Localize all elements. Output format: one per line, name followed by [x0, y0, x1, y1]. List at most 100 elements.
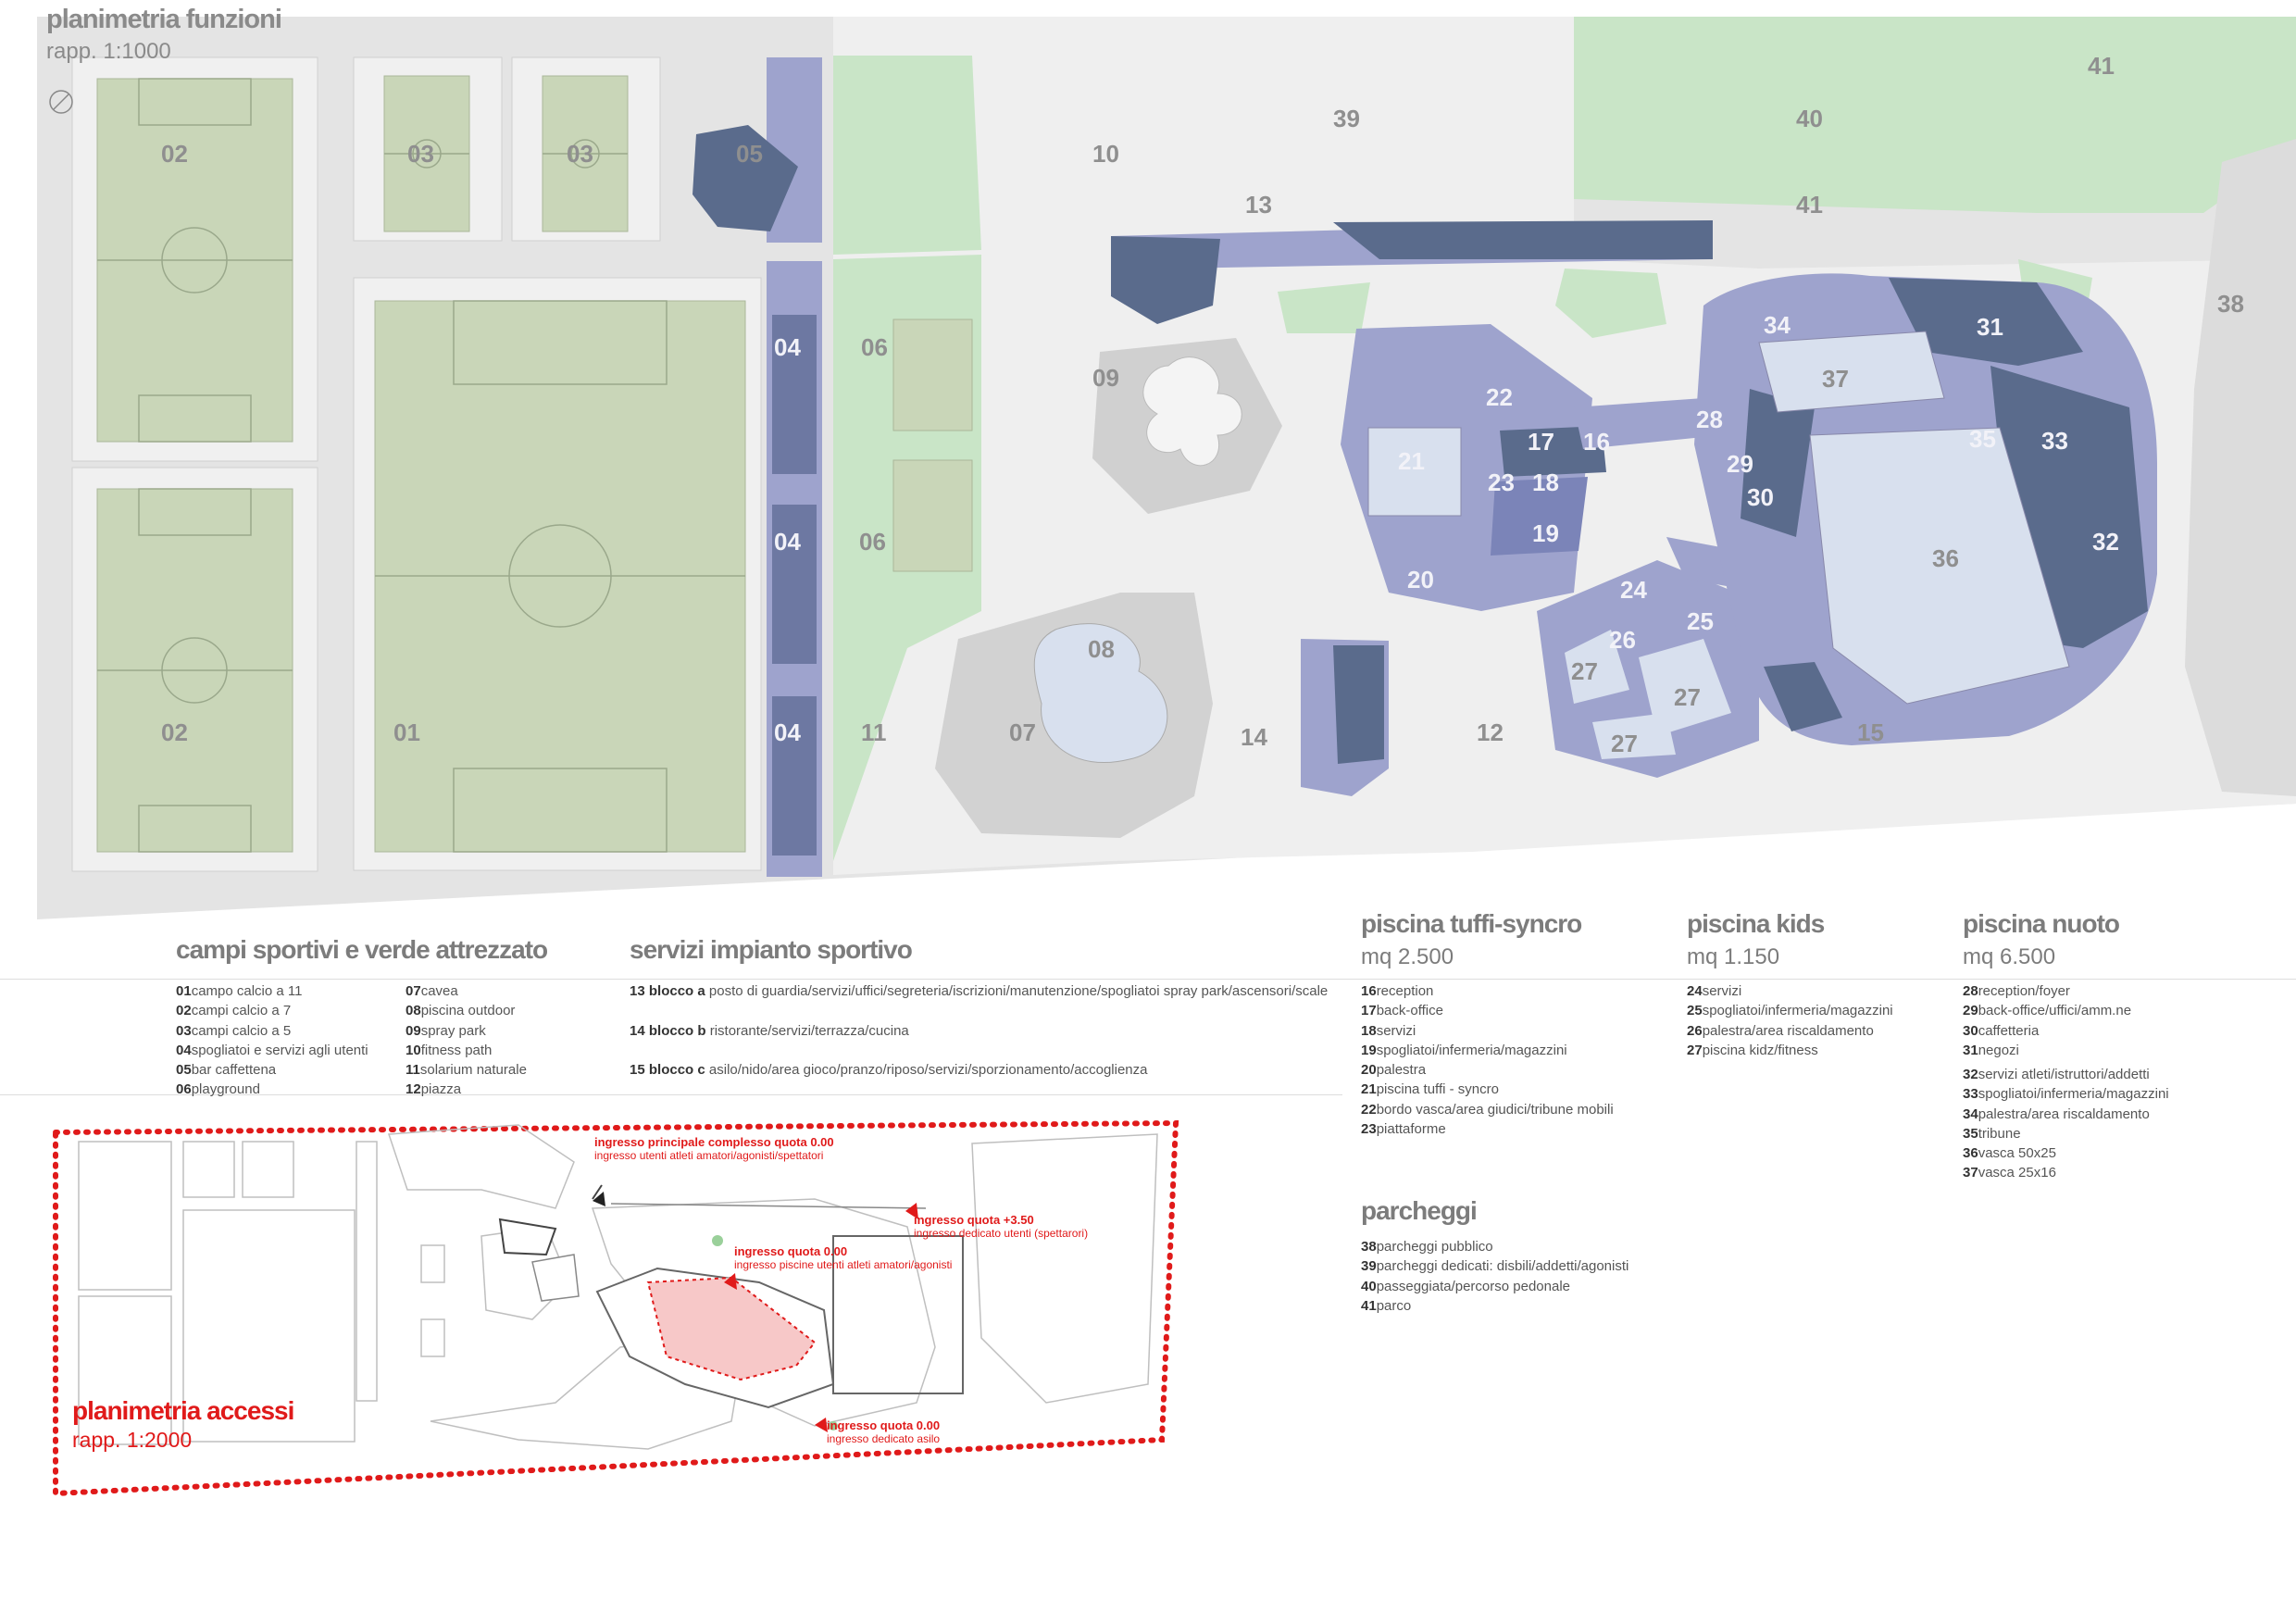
label-15: 15: [1857, 718, 1884, 746]
legend-item: 34palestra/area riscaldamento: [1963, 1106, 2150, 1122]
north-arrow-icon: [49, 90, 73, 114]
label-35: 35: [1969, 425, 1996, 453]
legend-item: 08piscina outdoor: [406, 1003, 516, 1019]
access-plan: [53, 1119, 1179, 1497]
legend-item: 32servizi atleti/istruttori/addetti: [1963, 1067, 2150, 1082]
label-40: 40: [1796, 105, 1823, 132]
legend-campi-col2: 07cavea 08piscina outdoor 09spray park 1…: [406, 981, 527, 1100]
label-11: 11: [861, 718, 887, 746]
legend-item: 37vasca 25x16: [1963, 1165, 2056, 1181]
label-04-b: 04: [774, 528, 801, 556]
label-27-b: 27: [1674, 683, 1701, 711]
label-21: 21: [1398, 447, 1425, 475]
plan-title: planimetria funzioni: [46, 5, 282, 34]
legend-item: 17back-office: [1361, 1003, 1443, 1019]
legend-item: 15 blocco c asilo/nido/area gioco/pranzo…: [630, 1062, 1148, 1079]
access-swimming-outline: [832, 1235, 964, 1394]
legend-item: 33spogliatoi/infermeria/magazzini: [1963, 1086, 2169, 1103]
label-05: 05: [736, 140, 763, 168]
label-37: 37: [1822, 365, 1849, 393]
pools-entrance-arrow-icon: [724, 1273, 737, 1290]
label-41-b: 41: [1796, 191, 1823, 219]
label-08: 08: [1088, 635, 1115, 663]
kindergarten-entrance-arrow-icon: [815, 1418, 828, 1432]
outdoor-pool-08: [1033, 623, 1168, 764]
legend-item: 18servizi: [1361, 1022, 1416, 1039]
legend-nuoto-list-b: 32servizi atleti/istruttori/addetti 33sp…: [1963, 1065, 2169, 1183]
legend-kids-area: mq 1.150: [1687, 944, 1780, 969]
changing-rooms-04-b: [772, 505, 817, 664]
label-38: 38: [2217, 290, 2244, 318]
label-39: 39: [1333, 105, 1360, 132]
label-03: 03: [407, 140, 434, 168]
legend-item: 38parcheggi pubblico: [1361, 1239, 1493, 1255]
label-31: 31: [1977, 313, 2003, 341]
label-04-c: 04: [774, 718, 801, 746]
label-25: 25: [1687, 607, 1714, 635]
access-tree-a: [712, 1235, 723, 1246]
legend-item: 06playground: [176, 1081, 260, 1098]
parking-38: [2185, 139, 2296, 796]
court-06-b: [892, 459, 973, 572]
kids-pool-27-a: [1565, 630, 1629, 704]
label-30: 30: [1747, 483, 1774, 511]
legend-item: 19spogliatoi/infermeria/magazzini: [1361, 1042, 1567, 1058]
legend-item: 12piazza: [406, 1081, 462, 1098]
legend-servizi-title: servizi impianto sportivo: [630, 935, 913, 964]
label-06-b: 06: [859, 528, 886, 556]
pool-37: [1758, 331, 1945, 413]
park-small-a: [1278, 282, 1370, 333]
spray-park-pool: [1142, 356, 1242, 467]
legend-item: 02campi calcio a 7: [176, 1003, 292, 1019]
legend-item: 25spogliatoi/infermeria/magazzini: [1687, 1003, 1893, 1019]
pool-36: [1809, 427, 2070, 705]
changing-rooms-04-c: [772, 696, 817, 856]
label-36: 36: [1932, 544, 1959, 572]
legend-item: 30caffetteria: [1963, 1022, 2040, 1039]
changing-rooms-19: [1491, 477, 1588, 556]
legend-tuffi-list: 16reception 17back-office 18servizi 19sp…: [1361, 981, 1614, 1139]
label-02b: 02: [161, 718, 188, 746]
label-26: 26: [1609, 626, 1636, 654]
legend-item: 40passeggiata/percorso pedonale: [1361, 1278, 1571, 1294]
kids-pool-27-b: [1639, 639, 1731, 736]
access-note-upper: ingresso quota +3.50 ingresso dedicato u…: [914, 1213, 1089, 1240]
connector-a: [1574, 398, 1722, 449]
access-note-main: ingresso principale complesso quota 0.00…: [594, 1135, 834, 1162]
field-markings: [97, 78, 745, 853]
legend-campi-title: campi sportivi e verde attrezzato: [176, 935, 548, 964]
label-12: 12: [1477, 718, 1504, 746]
label-41-a: 41: [2088, 52, 2115, 80]
label-01: 01: [393, 718, 420, 746]
legend-item: 39parcheggi dedicati: disbili/addetti/ag…: [1361, 1258, 1629, 1275]
label-27-c: 27: [1611, 730, 1638, 757]
legend-parcheggi-list: 38parcheggi pubblico 39parcheggi dedicat…: [1361, 1237, 1628, 1316]
legend-kids-title: piscina kids: [1687, 909, 1825, 938]
functions-site-plan: 02 02 03 03 05 01 04 04 04 06 06 11 07 0…: [37, 17, 2296, 919]
legend-item: 11solarium naturale: [406, 1062, 527, 1079]
plan-scale: rapp. 1:1000: [46, 39, 171, 64]
legend-divider-mid: [0, 1094, 1342, 1095]
access-tree-b: [829, 1421, 838, 1430]
legend-servizi-list: 13 blocco a posto di guardia/servizi/uff…: [630, 972, 1328, 1091]
access-walkway-13: [610, 1203, 927, 1209]
access-plan-title: planimetria accessi: [72, 1396, 294, 1425]
legend-item: 31negozi: [1963, 1042, 2019, 1058]
label-23: 23: [1488, 468, 1515, 496]
back-office-29: [1741, 389, 1815, 537]
walkway-13-dark: [1333, 220, 1713, 259]
legend-nuoto-area: mq 6.500: [1963, 944, 2056, 969]
label-24: 24: [1620, 576, 1647, 604]
diving-pool-21: [1367, 427, 1462, 517]
access-note-pools: ingresso quota 0.00 ingresso piscine ute…: [734, 1244, 953, 1271]
label-16: 16: [1583, 428, 1610, 456]
legend-item: 35tribune: [1963, 1125, 2021, 1142]
label-14: 14: [1241, 723, 1267, 751]
label-20: 20: [1407, 566, 1434, 593]
park-strip: [833, 56, 981, 255]
legend-item: 10fitness path: [406, 1042, 493, 1058]
legend-item: 20palestra: [1361, 1062, 1427, 1079]
label-22: 22: [1486, 383, 1513, 411]
label-06-a: 06: [861, 333, 888, 361]
